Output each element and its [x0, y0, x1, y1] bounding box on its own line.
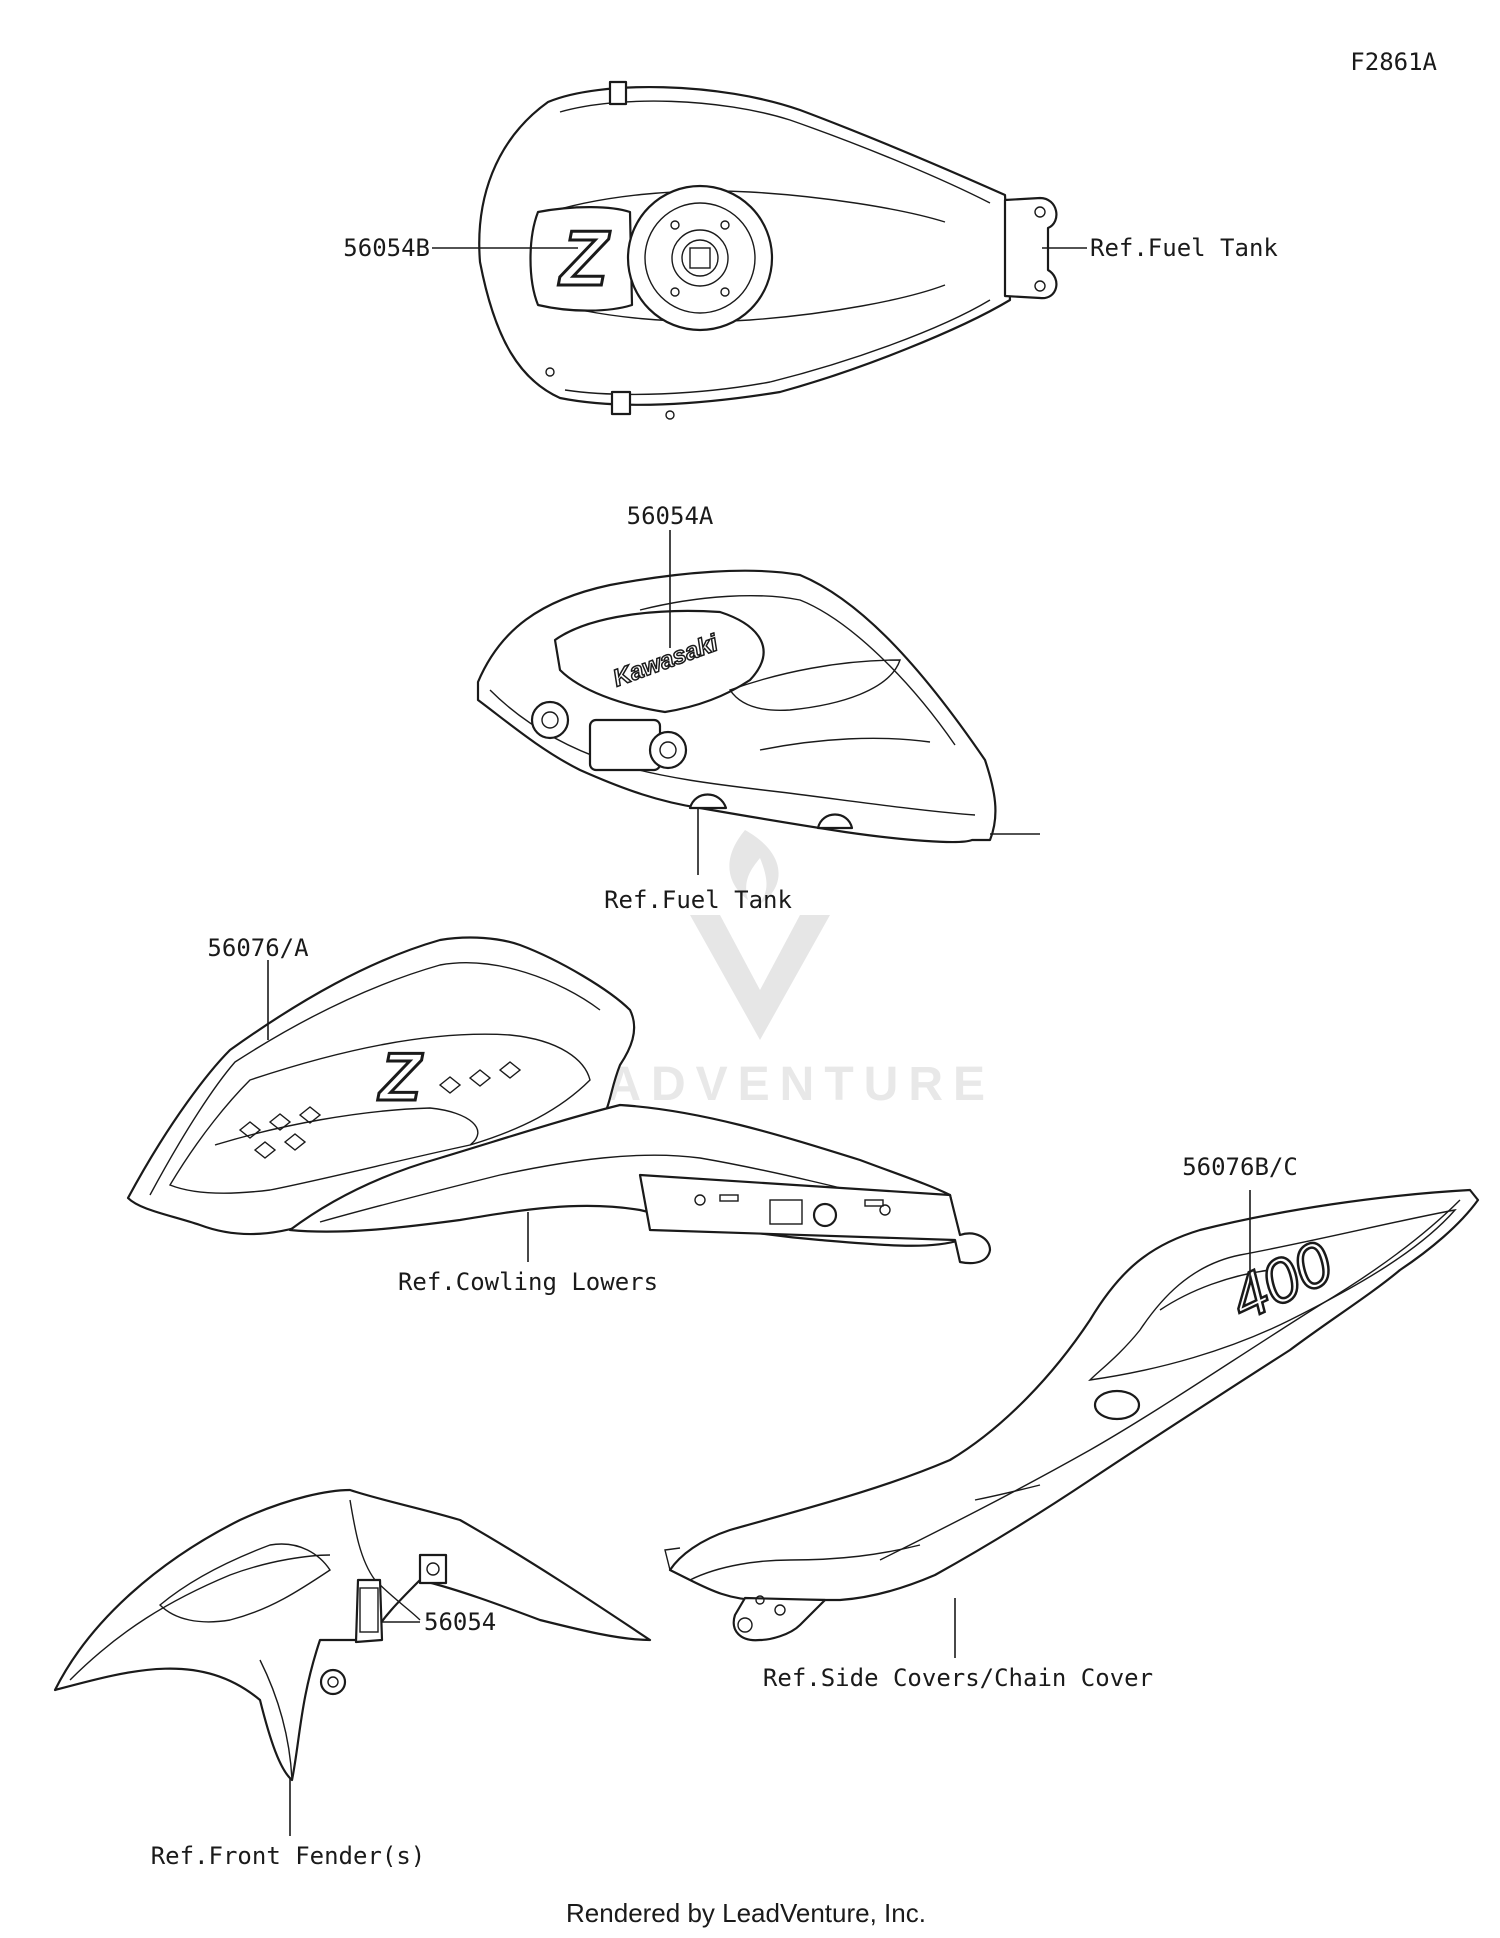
- front-fender: [53, 1488, 652, 1782]
- watermark-flame-icon: [729, 830, 779, 905]
- fuel-tank-top-view: [478, 80, 1058, 420]
- z-logo-decal: Z: [558, 214, 611, 302]
- cowl-pattern-marks: [238, 1061, 522, 1159]
- footer-credit: Rendered by LeadVenture, Inc.: [566, 1898, 926, 1928]
- callout-56076a[interactable]: 56076/A: [207, 934, 309, 962]
- callout-56076bc[interactable]: 56076B/C: [1182, 1153, 1298, 1181]
- callout-tank-top-ref[interactable]: Ref.Fuel Tank: [1090, 234, 1278, 262]
- callout-side-cover-ref[interactable]: Ref.Side Covers/Chain Cover: [763, 1664, 1153, 1692]
- callout-cowl-ref[interactable]: Ref.Cowling Lowers: [398, 1268, 658, 1296]
- callout-56054b[interactable]: 56054B: [343, 234, 430, 262]
- callout-tank-side-ref[interactable]: Ref.Fuel Tank: [604, 886, 792, 914]
- fuel-tank-side-view: [476, 569, 1040, 844]
- watermark-v-icon: [690, 915, 830, 1040]
- callout-fender-ref[interactable]: Ref.Front Fender(s): [151, 1842, 426, 1870]
- figure-code: F2861A: [1350, 48, 1437, 76]
- callout-56054a[interactable]: 56054A: [627, 502, 714, 530]
- side-cover: [664, 1188, 1480, 1642]
- callout-56054[interactable]: 56054: [424, 1608, 496, 1636]
- cowling-lowers: [126, 936, 992, 1265]
- cowl-z-decal: Z: [377, 1039, 423, 1115]
